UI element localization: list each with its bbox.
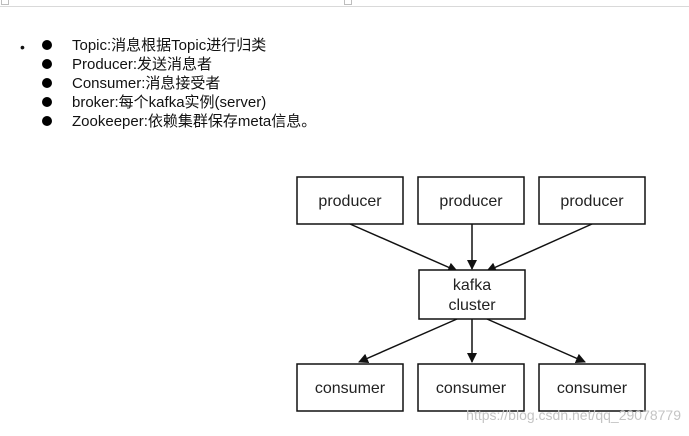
consumer-label: consumer: [315, 380, 386, 397]
list-item-topic: Topic:消息根据Topic进行归类: [42, 36, 316, 55]
producer-label: producer: [560, 193, 624, 210]
consumer-label: consumer: [436, 380, 507, 397]
list-item-zookeeper: Zookeeper:依赖集群保存meta信息。: [42, 112, 316, 131]
list-item-text: Topic:消息根据Topic进行归类: [72, 37, 267, 54]
producer-node-2: producer: [417, 176, 525, 225]
cluster-label-line1: kafka: [453, 277, 491, 294]
consumer-node-1: consumer: [296, 363, 404, 412]
arrow-cluster-to-consumer3: [486, 318, 586, 363]
producer-label: producer: [439, 193, 503, 210]
list-item-producer: Producer:发送消息者: [42, 55, 316, 74]
list-item-text: Consumer:消息接受者: [72, 75, 221, 92]
bullet-dot-icon: [42, 40, 52, 50]
list-item-text: broker:每个kafka实例(server): [72, 94, 267, 111]
list-item-text: Producer:发送消息者: [72, 56, 213, 73]
arrow-cluster-to-consumer1: [358, 318, 458, 363]
list-item-consumer: Consumer:消息接受者: [42, 74, 316, 93]
arrow-producer1-to-cluster: [349, 223, 458, 272]
top-page-edge: [0, 0, 689, 7]
consumer-node-3: consumer: [538, 363, 646, 412]
outer-bullet-marker: •: [20, 39, 25, 55]
watermark-url: https://blog.csdn.net/qq_29078779: [466, 407, 681, 423]
bullet-dot-icon: [42, 59, 52, 69]
producer-node-3: producer: [538, 176, 646, 225]
kafka-cluster-node: kafka cluster: [418, 269, 526, 320]
bullet-dot-icon: [42, 97, 52, 107]
list-item-text: Zookeeper:依赖集群保存meta信息。: [72, 113, 317, 130]
list-item-broker: broker:每个kafka实例(server): [42, 93, 316, 112]
bullet-dot-icon: [42, 78, 52, 88]
center-resize-handle[interactable]: [344, 0, 352, 5]
cluster-label-line2: cluster: [448, 297, 496, 314]
bullet-dot-icon: [42, 116, 52, 126]
consumer-node-2: consumer: [417, 363, 525, 412]
arrow-producer3-to-cluster: [486, 223, 593, 272]
producer-label: producer: [318, 193, 382, 210]
definition-list: Topic:消息根据Topic进行归类 Producer:发送消息者 Consu…: [42, 36, 316, 131]
consumer-label: consumer: [557, 380, 628, 397]
producer-node-1: producer: [296, 176, 404, 225]
left-resize-handle[interactable]: [1, 0, 9, 5]
